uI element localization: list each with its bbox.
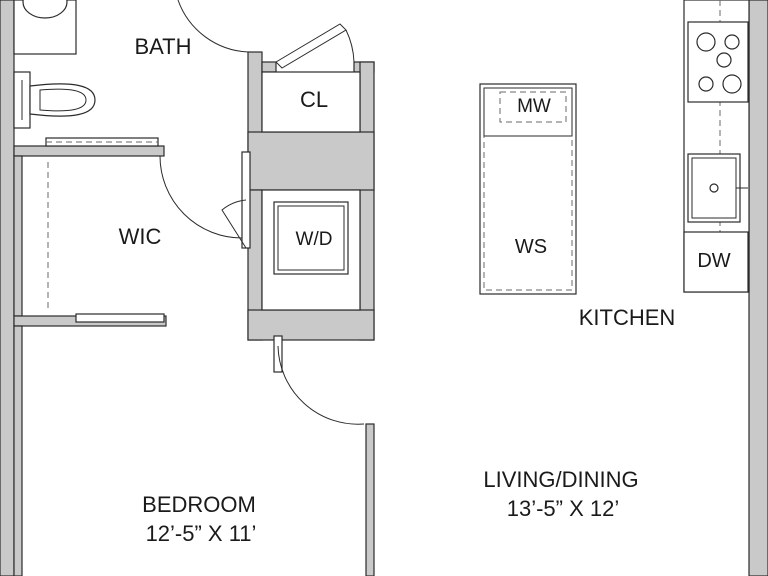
work-station-island	[479, 83, 577, 295]
wic-label: WIC	[119, 224, 162, 249]
bath-wic-wall	[13, 145, 165, 157]
right-exterior-wall	[748, 0, 768, 576]
wic-left-wall	[13, 155, 23, 317]
burner	[696, 32, 716, 52]
left-exterior-wall	[0, 0, 15, 576]
toilet-seat	[39, 88, 87, 112]
washer-dryer-label: W/D	[296, 229, 333, 250]
closet-door-swing	[345, 29, 355, 63]
dishwasher-label: DW	[697, 250, 730, 272]
closet-interior	[261, 71, 361, 133]
closet-top-wall-left	[261, 61, 277, 73]
dishwasher-box	[683, 231, 749, 293]
bedroom-living-wall	[365, 423, 375, 576]
microwave-box	[483, 87, 573, 137]
bath-label: BATH	[134, 34, 191, 59]
bath-door-swing	[177, 0, 249, 53]
laundry-core-wall	[247, 131, 375, 191]
wic-sliding-door	[75, 313, 165, 323]
living-dining-size: 13’-5” X 12’	[507, 496, 620, 521]
bedroom-door	[273, 335, 283, 373]
washer-dryer-inner	[277, 205, 345, 271]
microwave-label: MW	[517, 96, 551, 117]
laundry-door-swing	[221, 199, 247, 249]
sink-drain	[709, 183, 719, 193]
closet-right-wall	[359, 61, 375, 341]
closet-label: CL	[300, 87, 328, 112]
kitchen-label: KITCHEN	[579, 305, 676, 330]
bedroom-size: 12’-5” X 11’	[146, 521, 257, 546]
washer-dryer-box	[273, 201, 349, 275]
bedroom-label: BEDROOM	[142, 492, 256, 517]
closet-door-leaf	[275, 23, 347, 69]
work-station-label: WS	[515, 236, 547, 258]
bath-sink-bowl	[22, 0, 68, 19]
burner	[724, 34, 740, 50]
living-dining-label: LIVING/DINING	[483, 467, 638, 492]
bedroom-left-wall	[13, 325, 23, 576]
bedroom-door-swing	[277, 345, 365, 425]
burner	[716, 52, 732, 68]
wic-door-swing	[159, 155, 243, 239]
microwave-inner	[499, 91, 567, 123]
burner	[722, 74, 742, 94]
laundry-bottom-wall	[247, 309, 375, 341]
burner	[698, 76, 714, 92]
